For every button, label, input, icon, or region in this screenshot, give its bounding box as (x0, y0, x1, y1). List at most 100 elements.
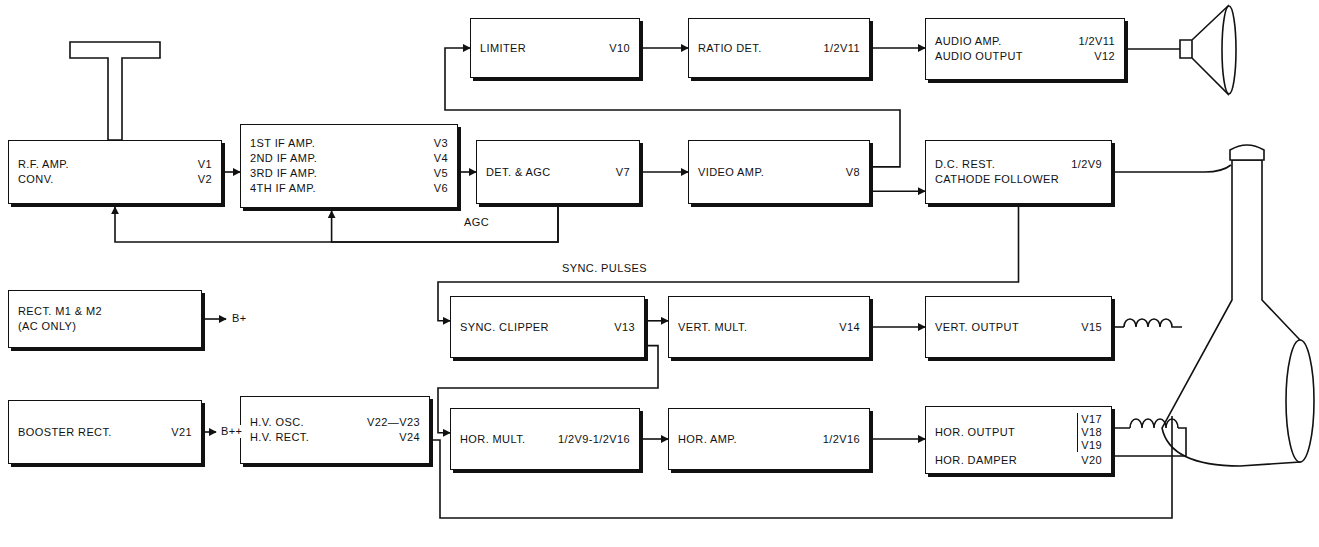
box-row: VERT. OUTPUT V15 (935, 321, 1102, 334)
tube-number: V22—V23 (367, 416, 420, 429)
tube-number: V3 (434, 137, 448, 150)
stage-name: DET. & AGC (486, 166, 551, 179)
block-box: HOR. AMP.1/2V16 (668, 408, 870, 470)
signal-connector (643, 47, 688, 49)
block-box: RECT. M1 & M2 (AC ONLY) (8, 290, 202, 348)
tube-number: V4 (434, 152, 448, 165)
signal-label: B++ (219, 425, 244, 438)
tube-number: V21 (171, 426, 192, 439)
box-row: BOOSTER RECT. V21 (18, 426, 192, 439)
block-box: D.C. REST.1/2V9CATHODE FOLLOWER (925, 140, 1112, 204)
block-box: DET. & AGC V7 (476, 140, 640, 204)
signal-label: AGC (462, 216, 491, 229)
block-box: LIMITER V10 (470, 18, 640, 78)
tube-number: V6 (434, 182, 448, 195)
box-row: HOR. OUTPUTV17V18V19 (935, 413, 1102, 452)
box-row: SYNC. CLIPPERV13 (460, 321, 635, 334)
b-plus-arrow (205, 318, 226, 320)
box-row: 3RD IF AMP. V5 (250, 167, 448, 180)
box-row: VERT. MULT.V14 (678, 321, 860, 334)
tube-number: V20 (1081, 454, 1102, 467)
stage-name: CONV. (18, 173, 54, 186)
box-row: RATIO DET.1/2V11 (698, 42, 860, 55)
tube-face (1286, 340, 1314, 462)
stage-name: RECT. M1 & M2 (18, 305, 102, 318)
block-box: 1ST IF AMP.V32ND IF AMP.V43RD IF AMP.V54… (240, 124, 458, 208)
block-box: BOOSTER RECT. V21 (8, 400, 202, 464)
stage-name: 3RD IF AMP. (250, 167, 317, 180)
signal-connector (115, 207, 558, 242)
box-row: RECT. M1 & M2 (18, 305, 192, 318)
stage-name: H.V. RECT. (250, 431, 309, 444)
signal-connector (873, 47, 925, 49)
box-row: D.C. REST.1/2V9 (935, 158, 1102, 171)
box-row: HOR. DAMPER V20 (935, 454, 1102, 467)
signal-connector (461, 171, 476, 173)
block-box: HOR. OUTPUTV17V18V19HOR. DAMPER V20 (925, 406, 1112, 474)
tube-number: 1/2V9-1/2V16 (558, 433, 630, 446)
stage-name: HOR. MULT. (460, 433, 526, 446)
video-wire (1115, 165, 1231, 172)
box-row: CATHODE FOLLOWER (935, 173, 1102, 186)
stage-name: LIMITER (480, 42, 526, 55)
hor-coil (1130, 419, 1178, 428)
stage-name: HOR. DAMPER (935, 454, 1017, 467)
tube-number: V19 (1081, 439, 1102, 452)
antenna-symbol (70, 42, 160, 140)
signal-connector (643, 438, 668, 440)
box-row: HOR. MULT. 1/2V9-1/2V16 (460, 433, 630, 446)
hor-coil-wire (1115, 428, 1186, 456)
tube-number: V1 (198, 158, 212, 171)
tube-number: V5 (434, 167, 448, 180)
block-box: H.V. OSC.V22—V23H.V. RECT. V24 (240, 396, 430, 464)
stage-name: 1ST IF AMP. (250, 137, 315, 150)
box-row: DET. & AGC V7 (486, 166, 630, 179)
stage-name: RATIO DET. (698, 42, 762, 55)
stage-name: VIDEO AMP. (698, 166, 764, 179)
tube-number: 1/2V16 (823, 433, 860, 446)
tube-number: V7 (616, 166, 630, 179)
tube-number: V15 (1081, 321, 1102, 334)
signal-label: B+ (230, 312, 249, 325)
signal-connector (225, 171, 240, 173)
signal-label: SYNC. PULSES (560, 262, 649, 275)
tube-number: V24 (399, 431, 420, 444)
box-row: VIDEO AMP. V8 (698, 166, 860, 179)
tube-number: V10 (609, 42, 630, 55)
tube-number: V2 (198, 173, 212, 186)
tube-number: V12 (1094, 50, 1115, 63)
box-row: H.V. RECT. V24 (250, 431, 420, 444)
vert-coil-wire (1115, 326, 1124, 328)
signal-connector (873, 190, 925, 192)
stage-name: VERT. MULT. (678, 321, 747, 334)
b-plus-plus-arrow (205, 431, 216, 433)
speaker-symbol (1180, 6, 1228, 94)
box-row: R.F. AMP.V1 (18, 158, 212, 171)
block-box: RATIO DET.1/2V11 (688, 18, 870, 78)
stage-name: AUDIO AMP. (935, 35, 1002, 48)
box-row: H.V. OSC.V22—V23 (250, 416, 420, 429)
tube-number: 1/2V11 (1079, 35, 1115, 48)
picture-tube (1162, 160, 1300, 466)
box-row: (AC ONLY) (18, 320, 192, 333)
box-row: CONV. V2 (18, 173, 212, 186)
tube-number: V17 (1081, 413, 1102, 426)
signal-connector (873, 326, 925, 328)
stage-name: BOOSTER RECT. (18, 426, 112, 439)
block-box: HOR. MULT. 1/2V9-1/2V16 (450, 408, 640, 470)
box-row: AUDIO AMP. 1/2V11 (935, 35, 1115, 48)
stage-name: AUDIO OUTPUT (935, 50, 1023, 63)
tube-base (1230, 145, 1264, 160)
stage-name: SYNC. CLIPPER (460, 321, 549, 334)
box-row: 1ST IF AMP. V3 (250, 137, 448, 150)
vert-coil (1124, 319, 1182, 327)
tube-number: V8 (846, 166, 860, 179)
stage-name: VERT. OUTPUT (935, 321, 1019, 334)
block-box: R.F. AMP.V1CONV. V2 (8, 140, 222, 204)
speaker-cone (1222, 6, 1236, 94)
block-box: VERT. MULT.V14 (668, 296, 870, 358)
signal-connector (873, 438, 925, 440)
block-box: SYNC. CLIPPERV13 (450, 296, 645, 358)
